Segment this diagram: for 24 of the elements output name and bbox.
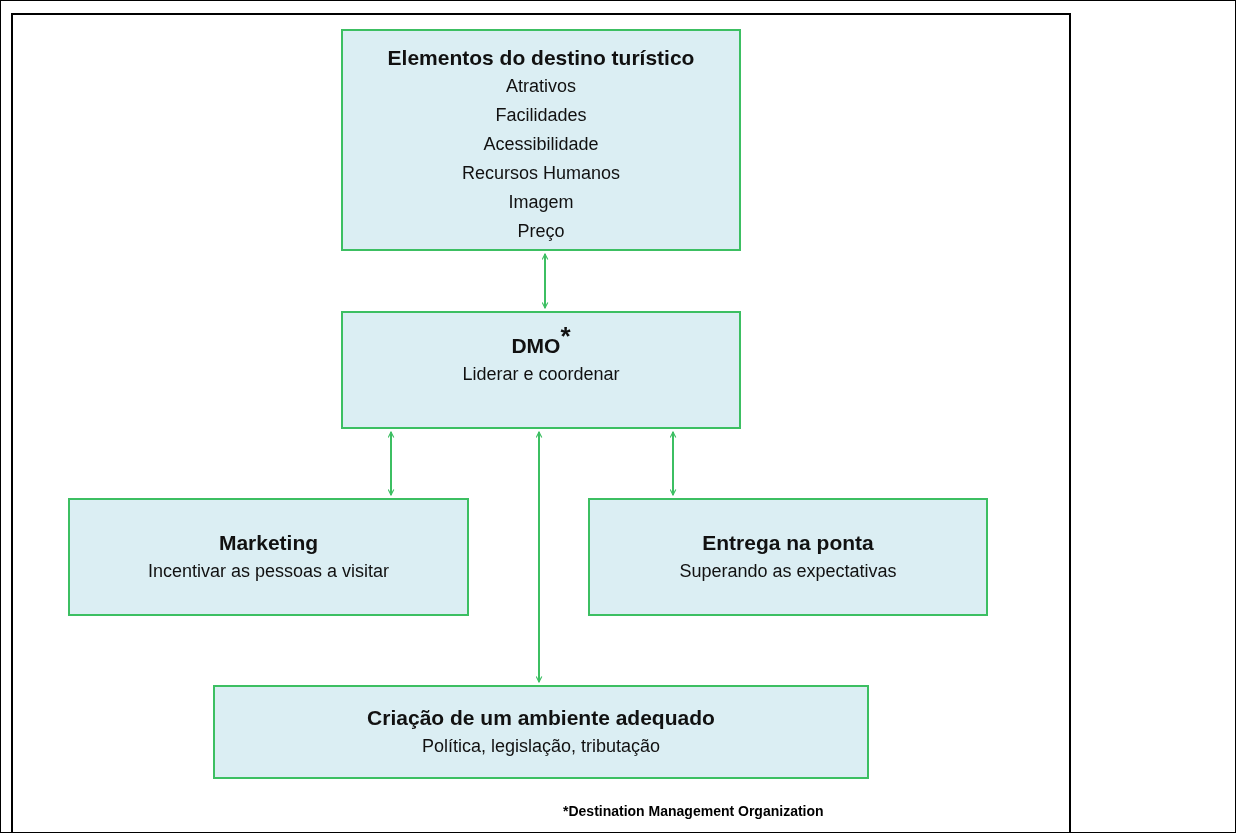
box-heading: Entrega na ponta: [702, 530, 874, 556]
footnote: *Destination Management Organization: [563, 803, 824, 819]
box-text: Atrativos: [506, 75, 576, 98]
box-text: Facilidades: [495, 104, 587, 127]
box-text: Liderar e coordenar: [462, 363, 620, 386]
process-box: [213, 685, 869, 779]
double-arrow: [387, 431, 395, 496]
box-heading: Criação de um ambiente adequado: [367, 705, 715, 731]
process-box: [341, 29, 741, 251]
box-text: Superando as expectativas: [679, 560, 897, 583]
double-arrow: [541, 253, 549, 309]
box-text: Preço: [517, 220, 565, 243]
box-text: Recursos Humanos: [461, 162, 621, 185]
box-text: Imagem: [508, 191, 574, 214]
box-text: Acessibilidade: [483, 133, 599, 156]
double-arrow: [535, 431, 543, 683]
box-text: Política, legislação, tributação: [421, 735, 661, 758]
process-box: [588, 498, 988, 616]
box-text: Incentivar as pessoas a visitar: [147, 560, 390, 583]
double-arrow: [669, 431, 677, 496]
box-heading: Marketing: [218, 530, 319, 556]
process-box: [341, 311, 741, 429]
process-box: [68, 498, 469, 616]
box-heading: Elementos do destino turístico: [387, 45, 695, 71]
